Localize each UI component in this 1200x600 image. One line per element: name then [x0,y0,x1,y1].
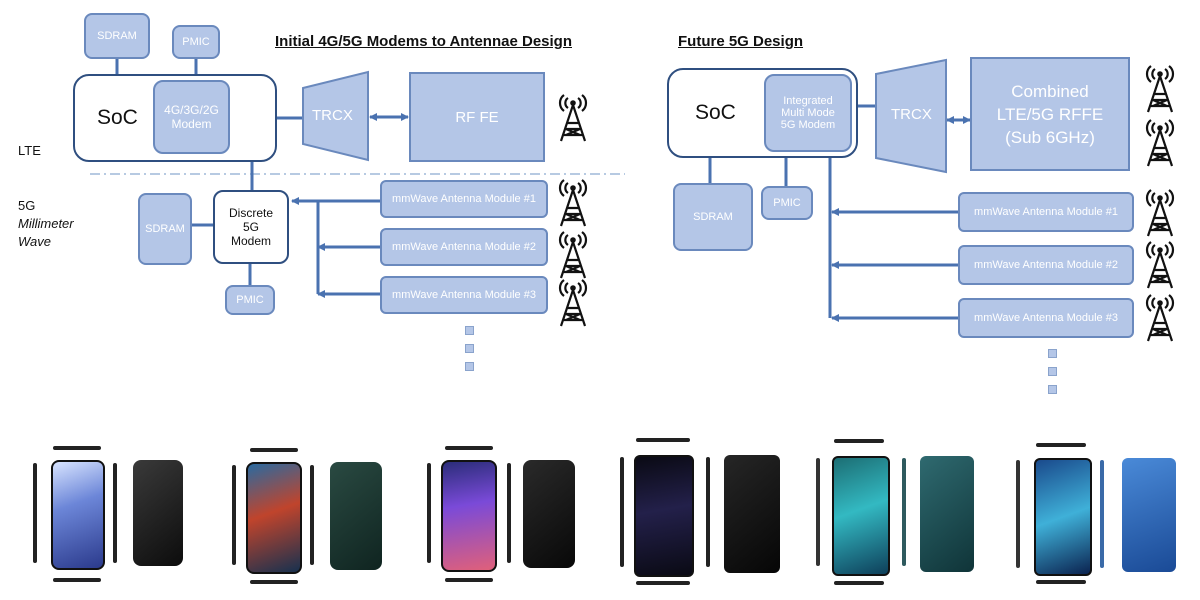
phone-top-edge [636,438,690,442]
phone-front-image [832,456,890,576]
cell-tower-icon [558,93,588,143]
phone-back-image [1122,458,1176,572]
phone-front-image [246,462,302,574]
trcx-shape-left [302,70,369,162]
pmic-block-top: PMIC [172,25,220,59]
cell-tower-icon [558,278,588,328]
continuation-dot [465,326,474,335]
phone-group-6 [1012,440,1187,590]
5g-label: 5G [18,198,36,213]
phone-side-image [507,463,511,563]
trcx-label-left: TRCX [312,107,353,124]
discrete-5g-modem: Discrete 5G Modem [213,190,289,264]
mmwave-module-right-2: mmWave Antenna Module #2 [958,245,1134,285]
modem-block-4g: 4G/3G/2G Modem [153,80,230,154]
cell-tower-icon [1145,64,1175,114]
phone-side-image [816,458,820,566]
phone-side-image [232,465,236,565]
phone-bottom-edge [445,578,493,582]
sdram-block-bottom: SDRAM [138,193,192,265]
phone-back-image [133,460,183,566]
mmwave-module-left-2: mmWave Antenna Module #2 [380,228,548,266]
phone-side-image [706,457,710,567]
phone-group-4 [610,435,790,590]
phone-group-2 [228,445,393,590]
pmic-block-bottom: PMIC [225,285,275,315]
phone-side-image [427,463,431,563]
pmic-block-right: PMIC [761,186,813,220]
phone-side-image [620,457,624,567]
mmwave-module-left-1: mmWave Antenna Module #1 [380,180,548,218]
lte-label: LTE [18,143,41,158]
phone-side-image [1016,460,1020,568]
phone-group-3 [423,443,588,588]
mmwave-module-left-3: mmWave Antenna Module #3 [380,276,548,314]
phone-group-1 [25,443,190,588]
right-diagram-title: Future 5G Design [678,33,804,50]
phone-bottom-edge [636,581,690,585]
cell-tower-icon [558,230,588,280]
phone-top-edge [445,446,493,450]
phone-top-edge [834,439,884,443]
cell-tower-icon [1145,118,1175,168]
phone-front-image [441,460,497,572]
cell-tower-icon [1145,240,1175,290]
combined-rffe-block: Combined LTE/5G RFFE (Sub 6GHz) [970,57,1130,171]
phone-side-image [113,463,117,563]
phone-back-image [724,455,780,573]
phone-front-image [1034,458,1092,576]
phone-back-image [920,456,974,572]
continuation-dot [1048,385,1057,394]
phone-side-image [310,465,314,565]
phone-top-edge [53,446,101,450]
trcx-label-right: TRCX [891,106,932,123]
mmwave-module-right-3: mmWave Antenna Module #3 [958,298,1134,338]
continuation-dot [465,362,474,371]
cell-tower-icon [1145,293,1175,343]
soc-label: SoC [97,106,138,129]
phone-front-image [51,460,105,570]
integrated-5g-modem: Integrated Multi Mode 5G Modem [764,74,852,152]
phone-bottom-edge [53,578,101,582]
soc-label: SoC [695,101,736,124]
continuation-dot [1048,367,1057,376]
phone-front-image [634,455,694,577]
phone-back-image [523,460,575,568]
phone-top-edge [250,448,298,452]
cell-tower-icon [558,178,588,228]
sdram-block-top: SDRAM [84,13,150,59]
cell-tower-icon [1145,188,1175,238]
phone-side-image [902,458,906,566]
rffe-block-left: RF FE [409,72,545,162]
millimeter-wave-label: Millimeter Wave [18,216,74,249]
phone-side-image [1100,460,1104,568]
phone-bottom-edge [250,580,298,584]
phone-back-image [330,462,382,570]
phone-bottom-edge [834,581,884,585]
mmwave-module-right-1: mmWave Antenna Module #1 [958,192,1134,232]
phone-bottom-edge [1036,580,1086,584]
continuation-dot [1048,349,1057,358]
trcx-shape-right [875,58,947,174]
sdram-block-right: SDRAM [673,183,753,251]
phone-side-image [33,463,37,563]
phone-top-edge [1036,443,1086,447]
phone-group-5 [812,436,987,591]
continuation-dot [465,344,474,353]
left-diagram-title: Initial 4G/5G Modems to Antennae Design [275,33,572,50]
